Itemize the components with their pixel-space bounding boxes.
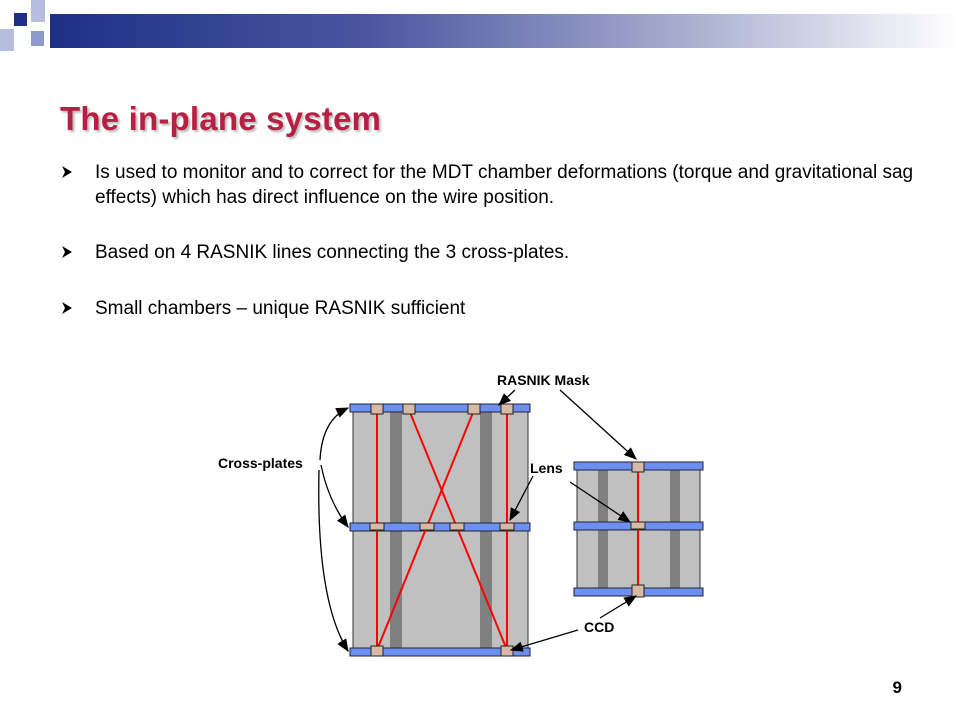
cross-plates-arrows [318, 407, 350, 653]
header-gradient-bar [50, 14, 960, 48]
rasnik-mask-arrows [498, 389, 637, 460]
lens-markers [369, 522, 515, 531]
rasnik-mask-markers [370, 403, 514, 415]
arrow-bullet-icon [62, 302, 72, 314]
header-square-light-icon [0, 29, 14, 51]
page-number: 9 [892, 678, 902, 697]
cross-plate-top [349, 403, 531, 413]
bullet-text: Based on 4 RASNIK lines connecting the 3… [95, 242, 570, 263]
small-chamber [573, 461, 704, 598]
bullet-text: Small chambers – unique RASNIK sufficien… [95, 298, 466, 319]
ccd-markers [370, 645, 514, 657]
ccd-arrows [509, 595, 638, 652]
large-chamber [349, 403, 531, 657]
header-square-dark-icon [14, 13, 27, 26]
label-rasnik-mask: RASNIK Mask [497, 372, 590, 388]
lens-arrows [509, 475, 632, 523]
cross-plate-bottom [349, 647, 531, 657]
bullet-item: Is used to monitor and to correct for th… [60, 160, 920, 210]
bullet-item: Based on 4 RASNIK lines connecting the 3… [60, 240, 920, 265]
arrow-bullet-icon [62, 246, 72, 258]
cross-plate-middle [349, 522, 531, 532]
label-ccd: CCD [584, 619, 614, 635]
header-square-mid-icon [31, 31, 44, 46]
arrow-bullet-icon [62, 166, 72, 178]
label-lens: Lens [530, 460, 563, 476]
label-cross-plates: Cross-plates [218, 455, 303, 471]
header-square-light-icon [31, 0, 45, 22]
slide-title: The in-plane system [60, 100, 382, 137]
bullet-text: Is used to monitor and to correct for th… [95, 162, 914, 208]
bullet-item: Small chambers – unique RASNIK sufficien… [60, 296, 920, 321]
